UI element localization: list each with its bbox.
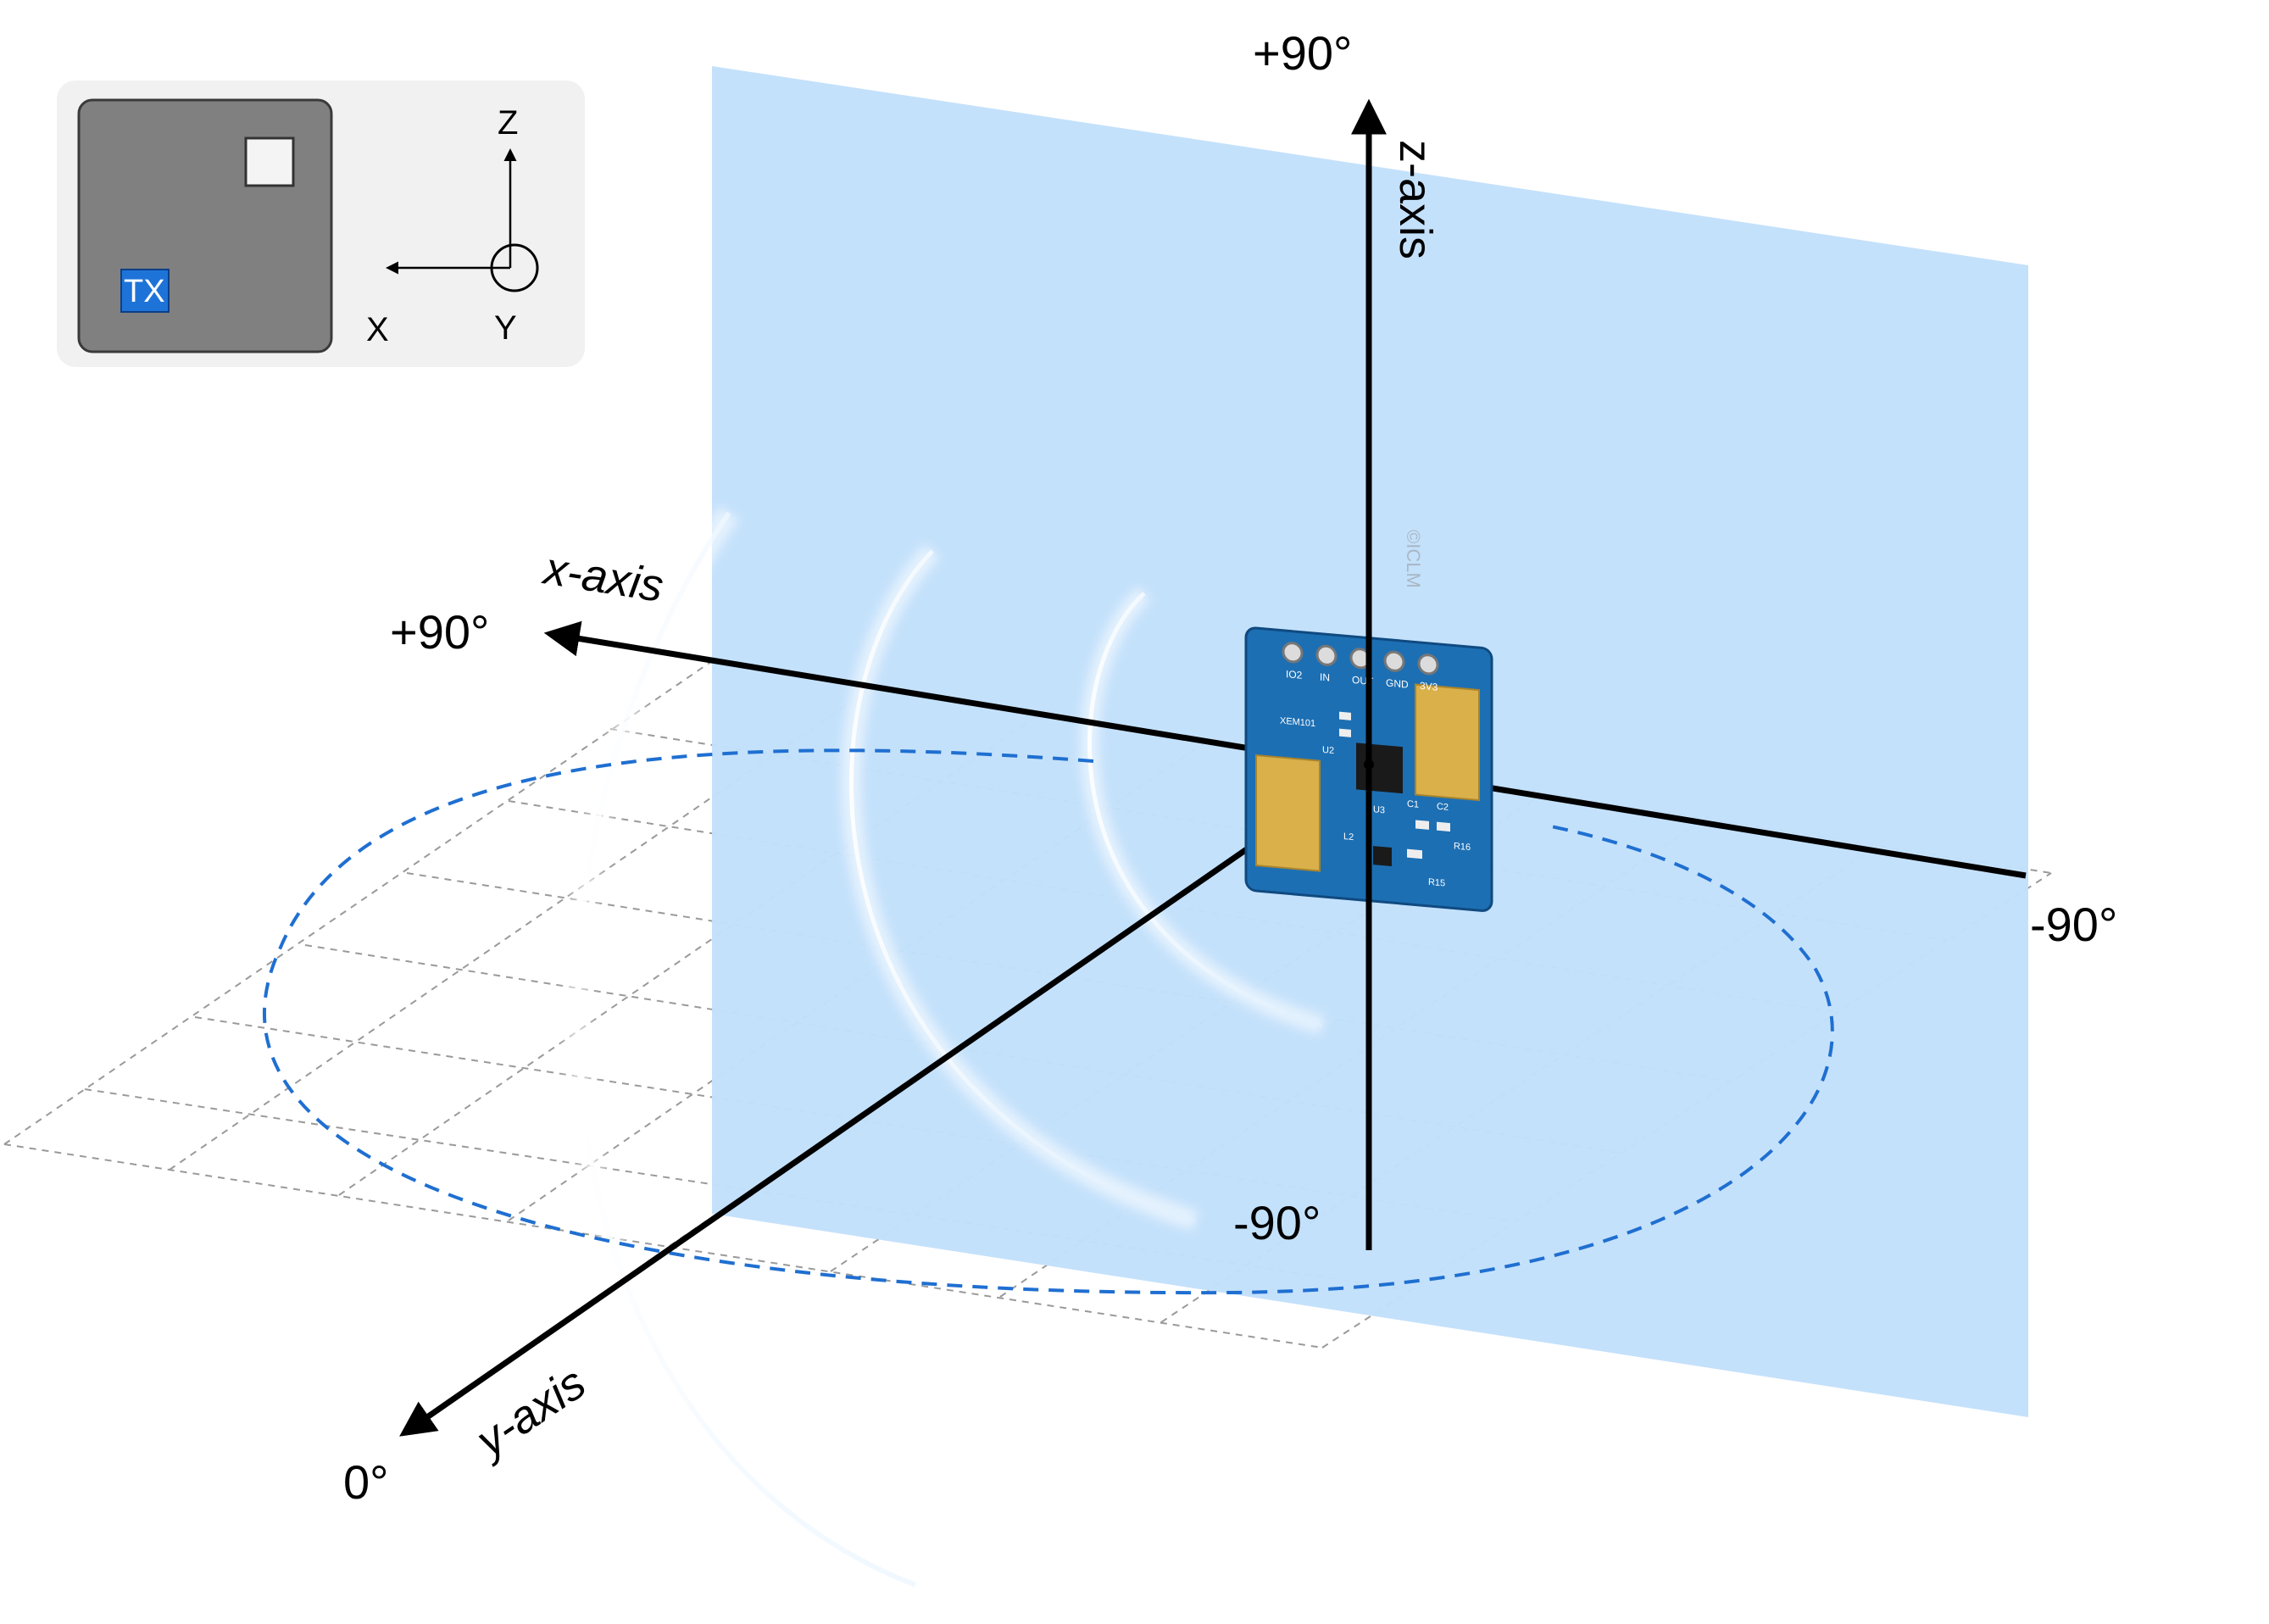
x-axis-label: x-axis [538, 542, 667, 612]
pin-label-2: IN [1320, 671, 1330, 684]
inset-tx-chip [120, 269, 170, 313]
y-axis-label: y-axis [464, 1357, 595, 1468]
silkscreen-l2: L2 [1343, 831, 1354, 843]
z-top-angle: +90° [1253, 26, 1352, 80]
y-front-angle: 0° [343, 1455, 389, 1509]
pin-label-4: GND [1386, 676, 1409, 690]
silkscreen-part: XEM101 [1280, 716, 1315, 730]
z-axis-label: z-axis [1390, 140, 1441, 259]
x-right-angle: -90° [2030, 898, 2117, 951]
inset-y-label: Y [494, 309, 517, 347]
silkscreen-u3: U3 [1373, 804, 1385, 815]
silkscreen-c2: C2 [1437, 802, 1449, 813]
x-left-angle: +90° [390, 605, 489, 659]
inset-rx-patch [244, 136, 295, 187]
radiation-pattern [262, 748, 1834, 1295]
ic-chip [1356, 742, 1403, 794]
watermark: ©ICLM [1403, 530, 1424, 588]
y-axis [399, 762, 1371, 1437]
pin-label-1: IO2 [1286, 668, 1303, 681]
rx-antenna-patch [1255, 754, 1321, 872]
silkscreen-c1: C1 [1407, 799, 1419, 810]
tx-antenna-patch [1415, 683, 1480, 802]
pin-label-5: 3V3 [1420, 680, 1438, 693]
silkscreen-r16: R16 [1454, 841, 1471, 853]
orientation-inset: TX Z X Y [57, 81, 585, 367]
silkscreen-r15: R15 [1428, 877, 1445, 889]
z-bottom-angle: -90° [1233, 1196, 1321, 1249]
inset-tx-label: TX [124, 274, 165, 309]
radiation-waves [565, 506, 1394, 1597]
inset-y-axis-circle [490, 243, 539, 292]
inset-x-label: X [366, 311, 389, 348]
silkscreen-u2: U2 [1322, 745, 1334, 756]
origin-point [1364, 759, 1374, 770]
inset-z-label: Z [498, 104, 518, 142]
